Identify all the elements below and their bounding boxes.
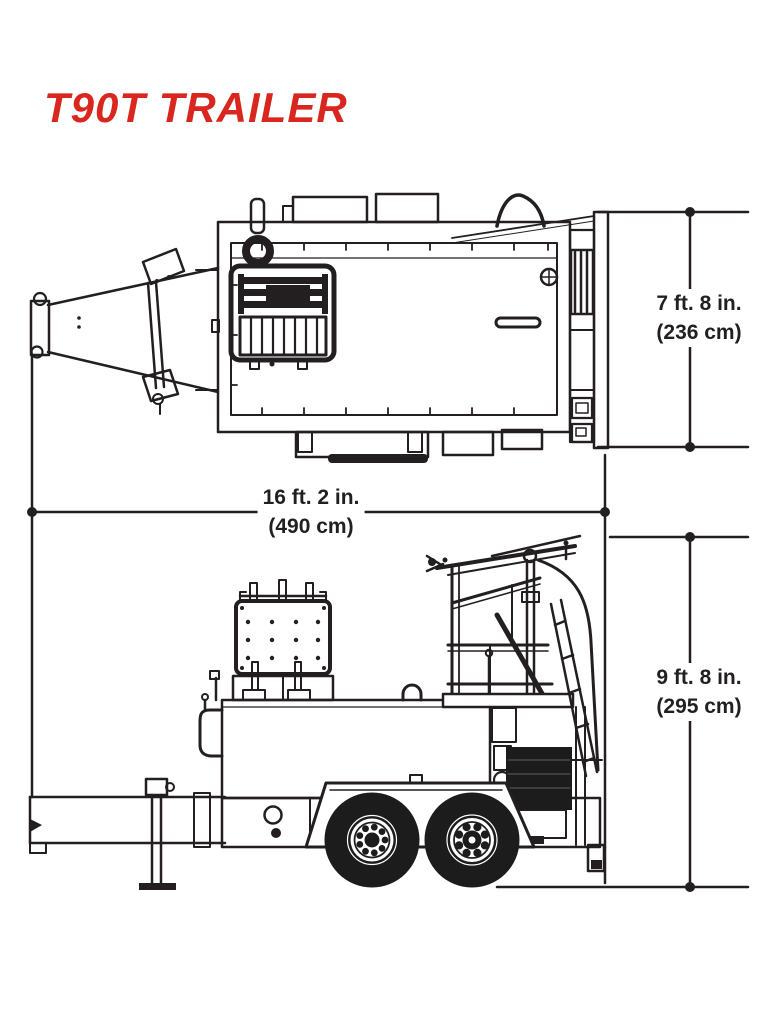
tongue-top-view	[29, 247, 220, 415]
rear-platform	[425, 534, 600, 778]
hose	[495, 193, 546, 228]
dimension-label-length: 16 ft. 2 in. (490 cm)	[257, 483, 365, 541]
top-view-drawing	[29, 192, 610, 463]
panel-ticks	[230, 243, 549, 415]
tongue-beam	[28, 792, 227, 854]
spray-boom	[425, 534, 582, 576]
dimension-width-metric: (236 cm)	[656, 321, 742, 344]
dimension-label-width: 7 ft. 8 in. (236 cm)	[651, 289, 747, 347]
lifting-hook	[242, 197, 274, 267]
dimension-length-metric: (490 cm)	[268, 515, 354, 538]
dimension-label-height: 9 ft. 8 in. (295 cm)	[651, 663, 747, 721]
exhaust-pipe	[494, 612, 547, 700]
perforated-panel	[231, 579, 335, 702]
handrail	[536, 558, 600, 772]
dimension-height-metric: (295 cm)	[656, 695, 742, 718]
wheel-front	[324, 792, 420, 888]
dimension-width-imperial: 7 ft. 8 in.	[656, 292, 742, 315]
wheel-rear	[424, 792, 520, 888]
page-title: T90T TRAILER	[44, 84, 348, 131]
platform-deck	[441, 692, 575, 709]
side-view-drawing	[28, 534, 606, 890]
dimension-height-imperial: 9 ft. 8 in.	[656, 666, 742, 689]
dimension-length-imperial: 16 ft. 2 in.	[262, 486, 360, 509]
engine-grate	[228, 263, 337, 370]
rear-rack	[568, 210, 610, 450]
jack-stand	[139, 777, 176, 890]
